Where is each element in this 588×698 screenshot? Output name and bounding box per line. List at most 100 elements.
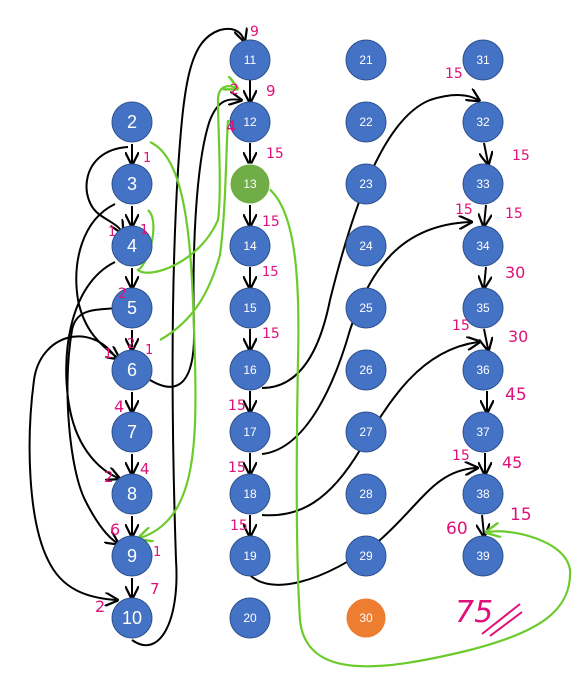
anno-5-6-mid: 2 (127, 337, 135, 352)
node-circle (229, 39, 271, 81)
anno-total-underline (481, 603, 523, 637)
node-circle (229, 349, 271, 391)
node-circle (111, 225, 153, 267)
node-32: 32 (462, 101, 504, 143)
anno-total: 75 (455, 595, 493, 630)
node-label: 8 (127, 484, 137, 504)
node-label: 12 (243, 115, 257, 129)
anno-38-39-right: 15 (510, 505, 532, 525)
node-circle (229, 287, 271, 329)
node-12: 12 (229, 101, 271, 143)
node-label: 37 (476, 425, 490, 439)
anno-14-15: 15 (262, 265, 279, 280)
node-circle (345, 225, 387, 267)
node-19: 19 (229, 535, 271, 577)
anno-3-4-right: 1 (140, 223, 148, 238)
node-30: 30 (345, 597, 387, 639)
node-label: 16 (243, 363, 257, 377)
anno-35-36-right: 30 (508, 327, 528, 346)
node-26: 26 (345, 349, 387, 391)
anno-3-4-left: 1 (108, 225, 116, 240)
edge-32-33 (484, 142, 488, 163)
node-3: 3 (111, 163, 153, 205)
node-17: 17 (229, 411, 271, 453)
node-circle (111, 101, 153, 143)
edge-2-4-loop (85, 146, 129, 232)
anno-11-12-left: 2 (230, 82, 239, 98)
node-label: 18 (243, 487, 257, 501)
node-label: 39 (476, 549, 490, 563)
node-label: 11 (244, 53, 257, 67)
node-21: 21 (345, 39, 387, 81)
node-label: 36 (476, 363, 490, 377)
node-label: 10 (122, 608, 142, 628)
node-35: 35 (462, 287, 504, 329)
anno-17-18: 15 (228, 460, 246, 476)
annotations-layer: 1 1 1 2 1 2 1 4 2 4 6 1 7 2 9 2 9 4 15 1… (95, 24, 532, 637)
node-circle (111, 287, 153, 329)
anno-15-16: 15 (262, 326, 280, 342)
node-label: 35 (476, 301, 490, 315)
node-label: 2 (127, 112, 137, 132)
node-label: 17 (243, 425, 257, 439)
node-label: 23 (359, 177, 373, 191)
node-circle (345, 411, 387, 453)
node-label: 9 (127, 546, 137, 566)
node-label: 29 (359, 549, 373, 563)
node-circle (111, 535, 153, 577)
node-circle (111, 597, 153, 639)
anno-11: 9 (250, 24, 259, 40)
edge-35-36 (484, 328, 488, 349)
node-circle (462, 411, 504, 453)
node-6: 6 (111, 349, 153, 391)
node-23: 23 (345, 163, 387, 205)
node-label: 21 (359, 53, 373, 67)
node-circle (462, 473, 504, 515)
anno-33-34-left: 15 (455, 202, 473, 218)
edge-38-39 (482, 514, 484, 535)
anno-34-35: 30 (505, 263, 525, 282)
node-circle (345, 349, 387, 391)
node-15: 15 (229, 287, 271, 329)
node-label: 24 (359, 239, 373, 253)
node-29: 29 (345, 535, 387, 577)
node-label: 33 (476, 177, 490, 191)
node-label: 19 (243, 549, 257, 563)
node-circle (111, 473, 153, 515)
node-24: 24 (345, 225, 387, 267)
node-33: 33 (462, 163, 504, 205)
node-circle (345, 535, 387, 577)
node-circle (345, 163, 387, 205)
node-label: 4 (127, 236, 137, 256)
anno-18-19: 15 (230, 518, 248, 534)
node-5: 5 (111, 287, 153, 329)
anno-33-34-right: 15 (505, 206, 523, 222)
node-label: 13 (243, 177, 257, 191)
node-circle (229, 535, 271, 577)
green-2-9 (140, 140, 197, 538)
node-label: 28 (359, 487, 373, 501)
node-20: 20 (229, 597, 271, 639)
anno-5-6-right: 1 (145, 343, 153, 358)
node-11: 11 (229, 39, 271, 81)
node-36: 36 (462, 349, 504, 391)
node-label: 15 (243, 301, 257, 315)
anno-31: 15 (445, 66, 463, 82)
node-label: 31 (476, 53, 490, 67)
node-38: 38 (462, 473, 504, 515)
anno-9-10-left: 2 (95, 597, 105, 616)
node-25: 25 (345, 287, 387, 329)
node-label: 14 (243, 239, 257, 253)
node-18: 18 (229, 473, 271, 515)
node-2: 2 (111, 101, 153, 143)
edge-19-38-loop (249, 468, 476, 586)
node-label: 34 (476, 239, 490, 253)
anno-32-33: 15 (512, 148, 530, 164)
node-label: 5 (127, 298, 137, 318)
node-circle (229, 225, 271, 267)
node-7: 7 (111, 411, 153, 453)
node-circle (462, 101, 504, 143)
node-label: 30 (359, 611, 373, 625)
node-label: 25 (359, 301, 373, 315)
